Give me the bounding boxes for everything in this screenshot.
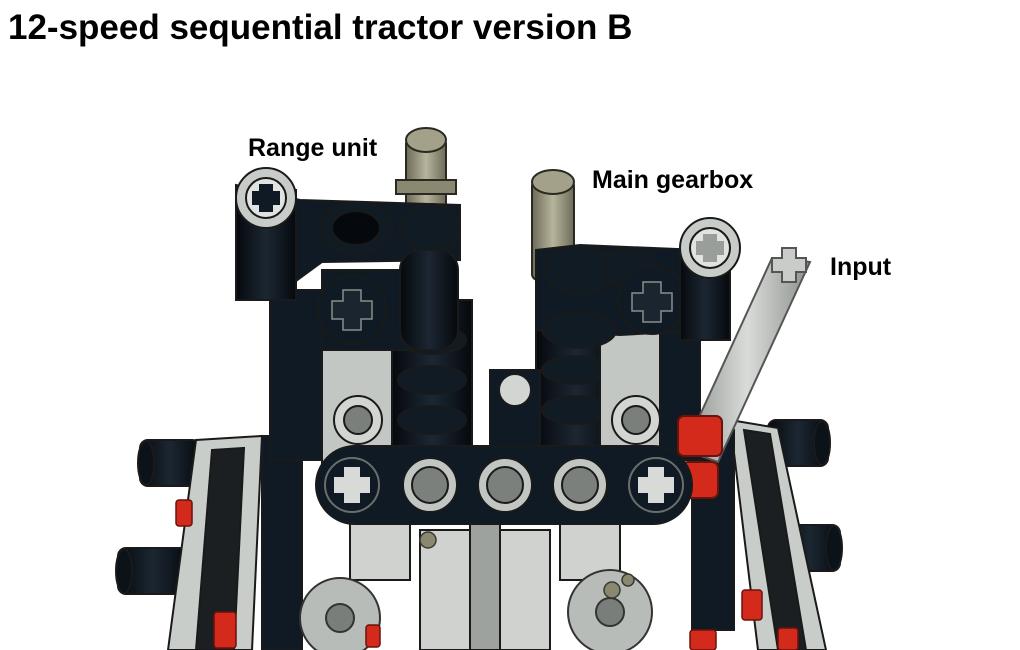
- center-column: [489, 369, 541, 451]
- input-label: Input: [830, 253, 892, 281]
- range-unit-label: Range unit: [248, 134, 378, 162]
- small-axle-stubs: [419, 531, 635, 599]
- lower-frame: [115, 418, 843, 650]
- red-connectors: [175, 499, 799, 650]
- main-gearbox-label: Main gearbox: [592, 166, 754, 194]
- front-liftarm: [315, 445, 693, 525]
- range-unit-arm: [235, 167, 461, 351]
- main-gearbox-block: [535, 217, 741, 349]
- page-title: 12-speed sequential tractor version B: [8, 8, 633, 47]
- input-axle: [677, 247, 812, 499]
